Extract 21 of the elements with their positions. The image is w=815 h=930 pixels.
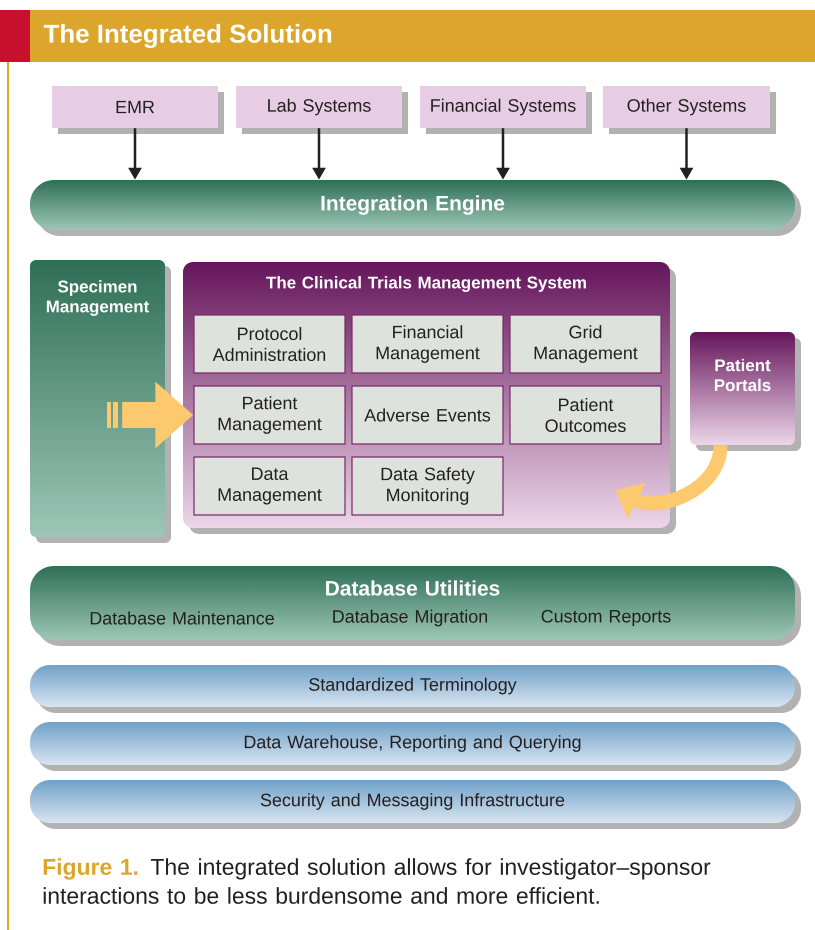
portal-panel: Patient Portals [690, 332, 801, 451]
layer-band: Standardized Terminology [30, 665, 801, 713]
module-box: Financial Management [351, 314, 504, 374]
module-panel: Specimen Management [30, 260, 171, 543]
module-box: Protocol Administration [193, 314, 346, 374]
module-box: Data Management [193, 456, 346, 516]
module-box: Adverse Events [351, 385, 504, 445]
layer-band: Security and Messaging Infrastructure [30, 780, 801, 829]
title-bar: The Integrated Solution [0, 10, 815, 62]
engine-band: Integration Engine [30, 180, 801, 236]
module-box: Grid Management [509, 314, 662, 374]
box: Financial Systems [420, 86, 592, 134]
module-box: Patient Outcomes [509, 385, 662, 445]
module-box: Data Safety Monitoring [351, 456, 504, 516]
module-box: Patient Management [193, 385, 346, 445]
box: EMR [52, 86, 224, 134]
utilities-band: Database Utilities Database Maintenance Database Migration Custom Reports [30, 566, 801, 646]
box: Lab Systems [236, 86, 408, 134]
layer-band: Data Warehouse, Reporting and Querying [30, 722, 801, 771]
caption: Figure 1. The integrated solution allows for investigator–sponsor interactions to be less burdensome and more efficient. [44, 858, 710, 904]
box: Other Systems [603, 86, 776, 134]
